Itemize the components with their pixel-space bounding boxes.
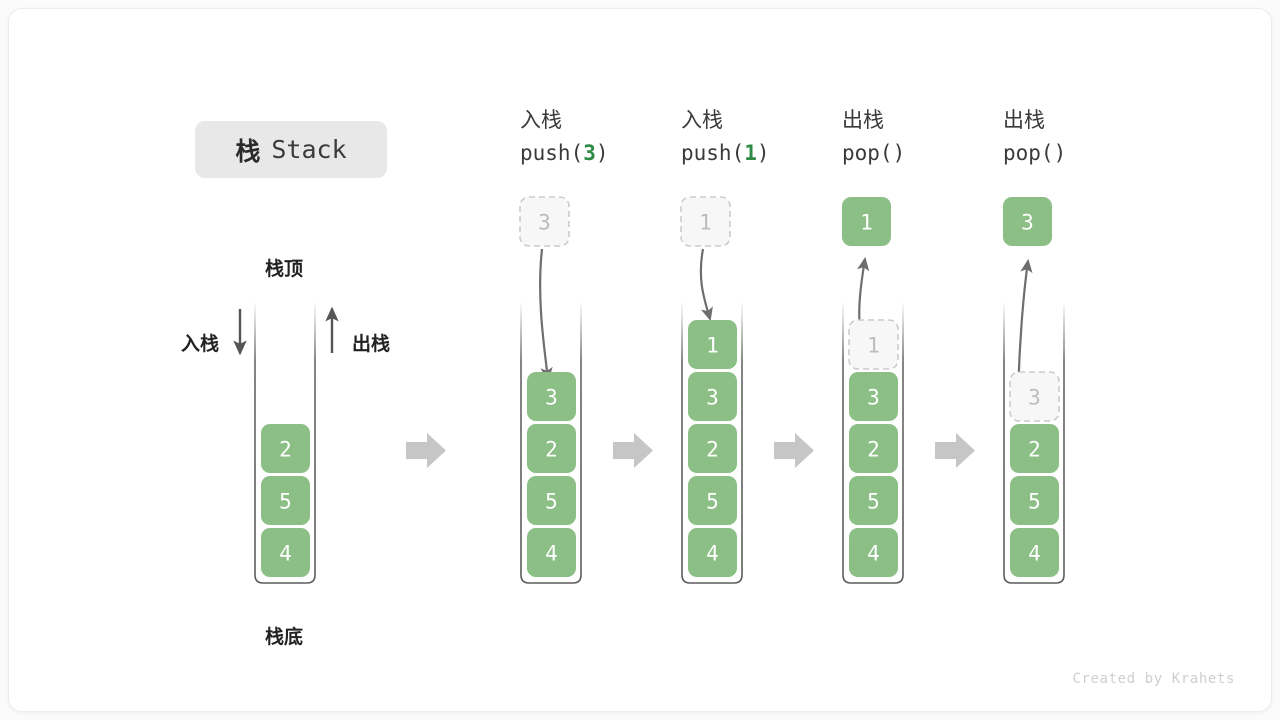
stack-cell: 4 [849, 528, 898, 577]
cell-value: 5 [545, 490, 558, 514]
cell-value: 3 [867, 386, 880, 410]
credit-text: Created by Krahets [1072, 671, 1235, 687]
stack-container-outline [1003, 301, 1065, 584]
cell-value: 2 [279, 438, 292, 462]
cell-value: 2 [706, 438, 719, 462]
cell-value: 3 [545, 386, 558, 410]
stack-cell: 4 [261, 528, 310, 577]
separator-arrow [613, 433, 653, 468]
stack-cell: 1 [688, 320, 737, 369]
cell-value: 4 [867, 542, 880, 566]
cell-value: 4 [1028, 542, 1041, 566]
cell-value: 3 [706, 386, 719, 410]
header-label-cn: 入栈 [681, 109, 723, 132]
stack-cell: 4 [1010, 528, 1059, 577]
push-motion-arrow [699, 248, 713, 322]
label-pop-direction: 出栈 [352, 334, 391, 355]
diagram-card: 栈 Stack 栈顶 栈底 入栈 出栈 入栈 push(3) 入栈 push(1… [8, 8, 1272, 712]
title-en: Stack [271, 135, 347, 164]
stack-column-push-1: 1 1 3 2 5 [680, 196, 743, 584]
cell-value: 4 [706, 542, 719, 566]
incoming-element-ghost: 3 [519, 196, 570, 247]
stack-cell: 2 [527, 424, 576, 473]
stack-column-pop-3: 3 3 2 5 4 [1003, 197, 1065, 584]
stack-container-outline [254, 301, 316, 584]
stack-cell: 2 [688, 424, 737, 473]
stack-cell: 2 [849, 424, 898, 473]
push-motion-arrow [539, 248, 553, 382]
stack-cell: 3 [527, 372, 576, 421]
stack-cell: 3 [688, 372, 737, 421]
column-header-push-3: 入栈 push(3) [520, 108, 609, 168]
header-code: push(1) [681, 141, 770, 165]
stack-cell: 5 [849, 476, 898, 525]
header-code: pop() [1003, 141, 1067, 165]
popped-element: 1 [842, 197, 891, 246]
label-push-direction: 入栈 [181, 334, 220, 355]
column-header-pop-1: 出栈 pop() [842, 108, 905, 168]
stack-cell: 5 [688, 476, 737, 525]
header-label-cn: 出栈 [842, 109, 884, 132]
cell-value: 5 [1028, 490, 1041, 514]
stack-column-push-3: 3 3 2 5 4 [519, 196, 582, 584]
diagram-title-badge: 栈 Stack [195, 121, 387, 178]
stack-container-outline [681, 301, 743, 584]
stack-cell: 3 [849, 372, 898, 421]
cell-value: 2 [1028, 438, 1041, 462]
header-label-cn: 出栈 [1003, 109, 1045, 132]
separator-arrow [935, 433, 975, 468]
separator-arrow [406, 433, 446, 468]
label-stack-bottom: 栈底 [265, 627, 304, 648]
cell-value: 1 [706, 334, 719, 358]
stack-cell: 4 [688, 528, 737, 577]
stack-container-outline [520, 301, 582, 584]
header-code: push(3) [520, 141, 609, 165]
column-header-push-1: 入栈 push(1) [681, 108, 770, 168]
stack-container-outline [842, 301, 904, 584]
cell-value: 3 [1028, 386, 1041, 410]
stack-cell: 5 [261, 476, 310, 525]
title-cn: 栈 [235, 137, 262, 166]
cell-value: 1 [867, 334, 880, 358]
header-arg: 3 [583, 141, 596, 165]
popped-slot-ghost: 3 [1009, 371, 1060, 422]
separator-arrow [774, 433, 814, 468]
stack-cell: 4 [527, 528, 576, 577]
cell-value: 5 [867, 490, 880, 514]
stack-column-pop-1: 1 1 3 2 5 [842, 197, 904, 584]
stack-column-initial: 2 5 4 [233, 301, 339, 584]
header-arg: 1 [744, 141, 757, 165]
stack-cell: 2 [261, 424, 310, 473]
stack-cell: 5 [1010, 476, 1059, 525]
cell-value: 3 [538, 211, 551, 235]
cell-value: 1 [860, 211, 873, 235]
cell-value: 2 [867, 438, 880, 462]
stack-cell: 2 [1010, 424, 1059, 473]
stack-illustration-layer: 2 5 4 [233, 196, 1065, 584]
column-header-pop-3: 出栈 pop() [1003, 108, 1066, 168]
cell-value: 1 [699, 211, 712, 235]
cell-value: 5 [279, 490, 292, 514]
popped-element: 3 [1003, 197, 1052, 246]
cell-value: 4 [545, 542, 558, 566]
cell-value: 2 [545, 438, 558, 462]
label-stack-top: 栈顶 [265, 259, 304, 280]
cell-value: 4 [279, 542, 292, 566]
cell-value: 5 [706, 490, 719, 514]
header-code: pop() [842, 141, 906, 165]
popped-slot-ghost: 1 [848, 319, 899, 370]
header-label-cn: 入栈 [520, 109, 562, 132]
incoming-element-ghost: 1 [680, 196, 731, 247]
stack-cell: 5 [527, 476, 576, 525]
cell-value: 3 [1021, 211, 1034, 235]
